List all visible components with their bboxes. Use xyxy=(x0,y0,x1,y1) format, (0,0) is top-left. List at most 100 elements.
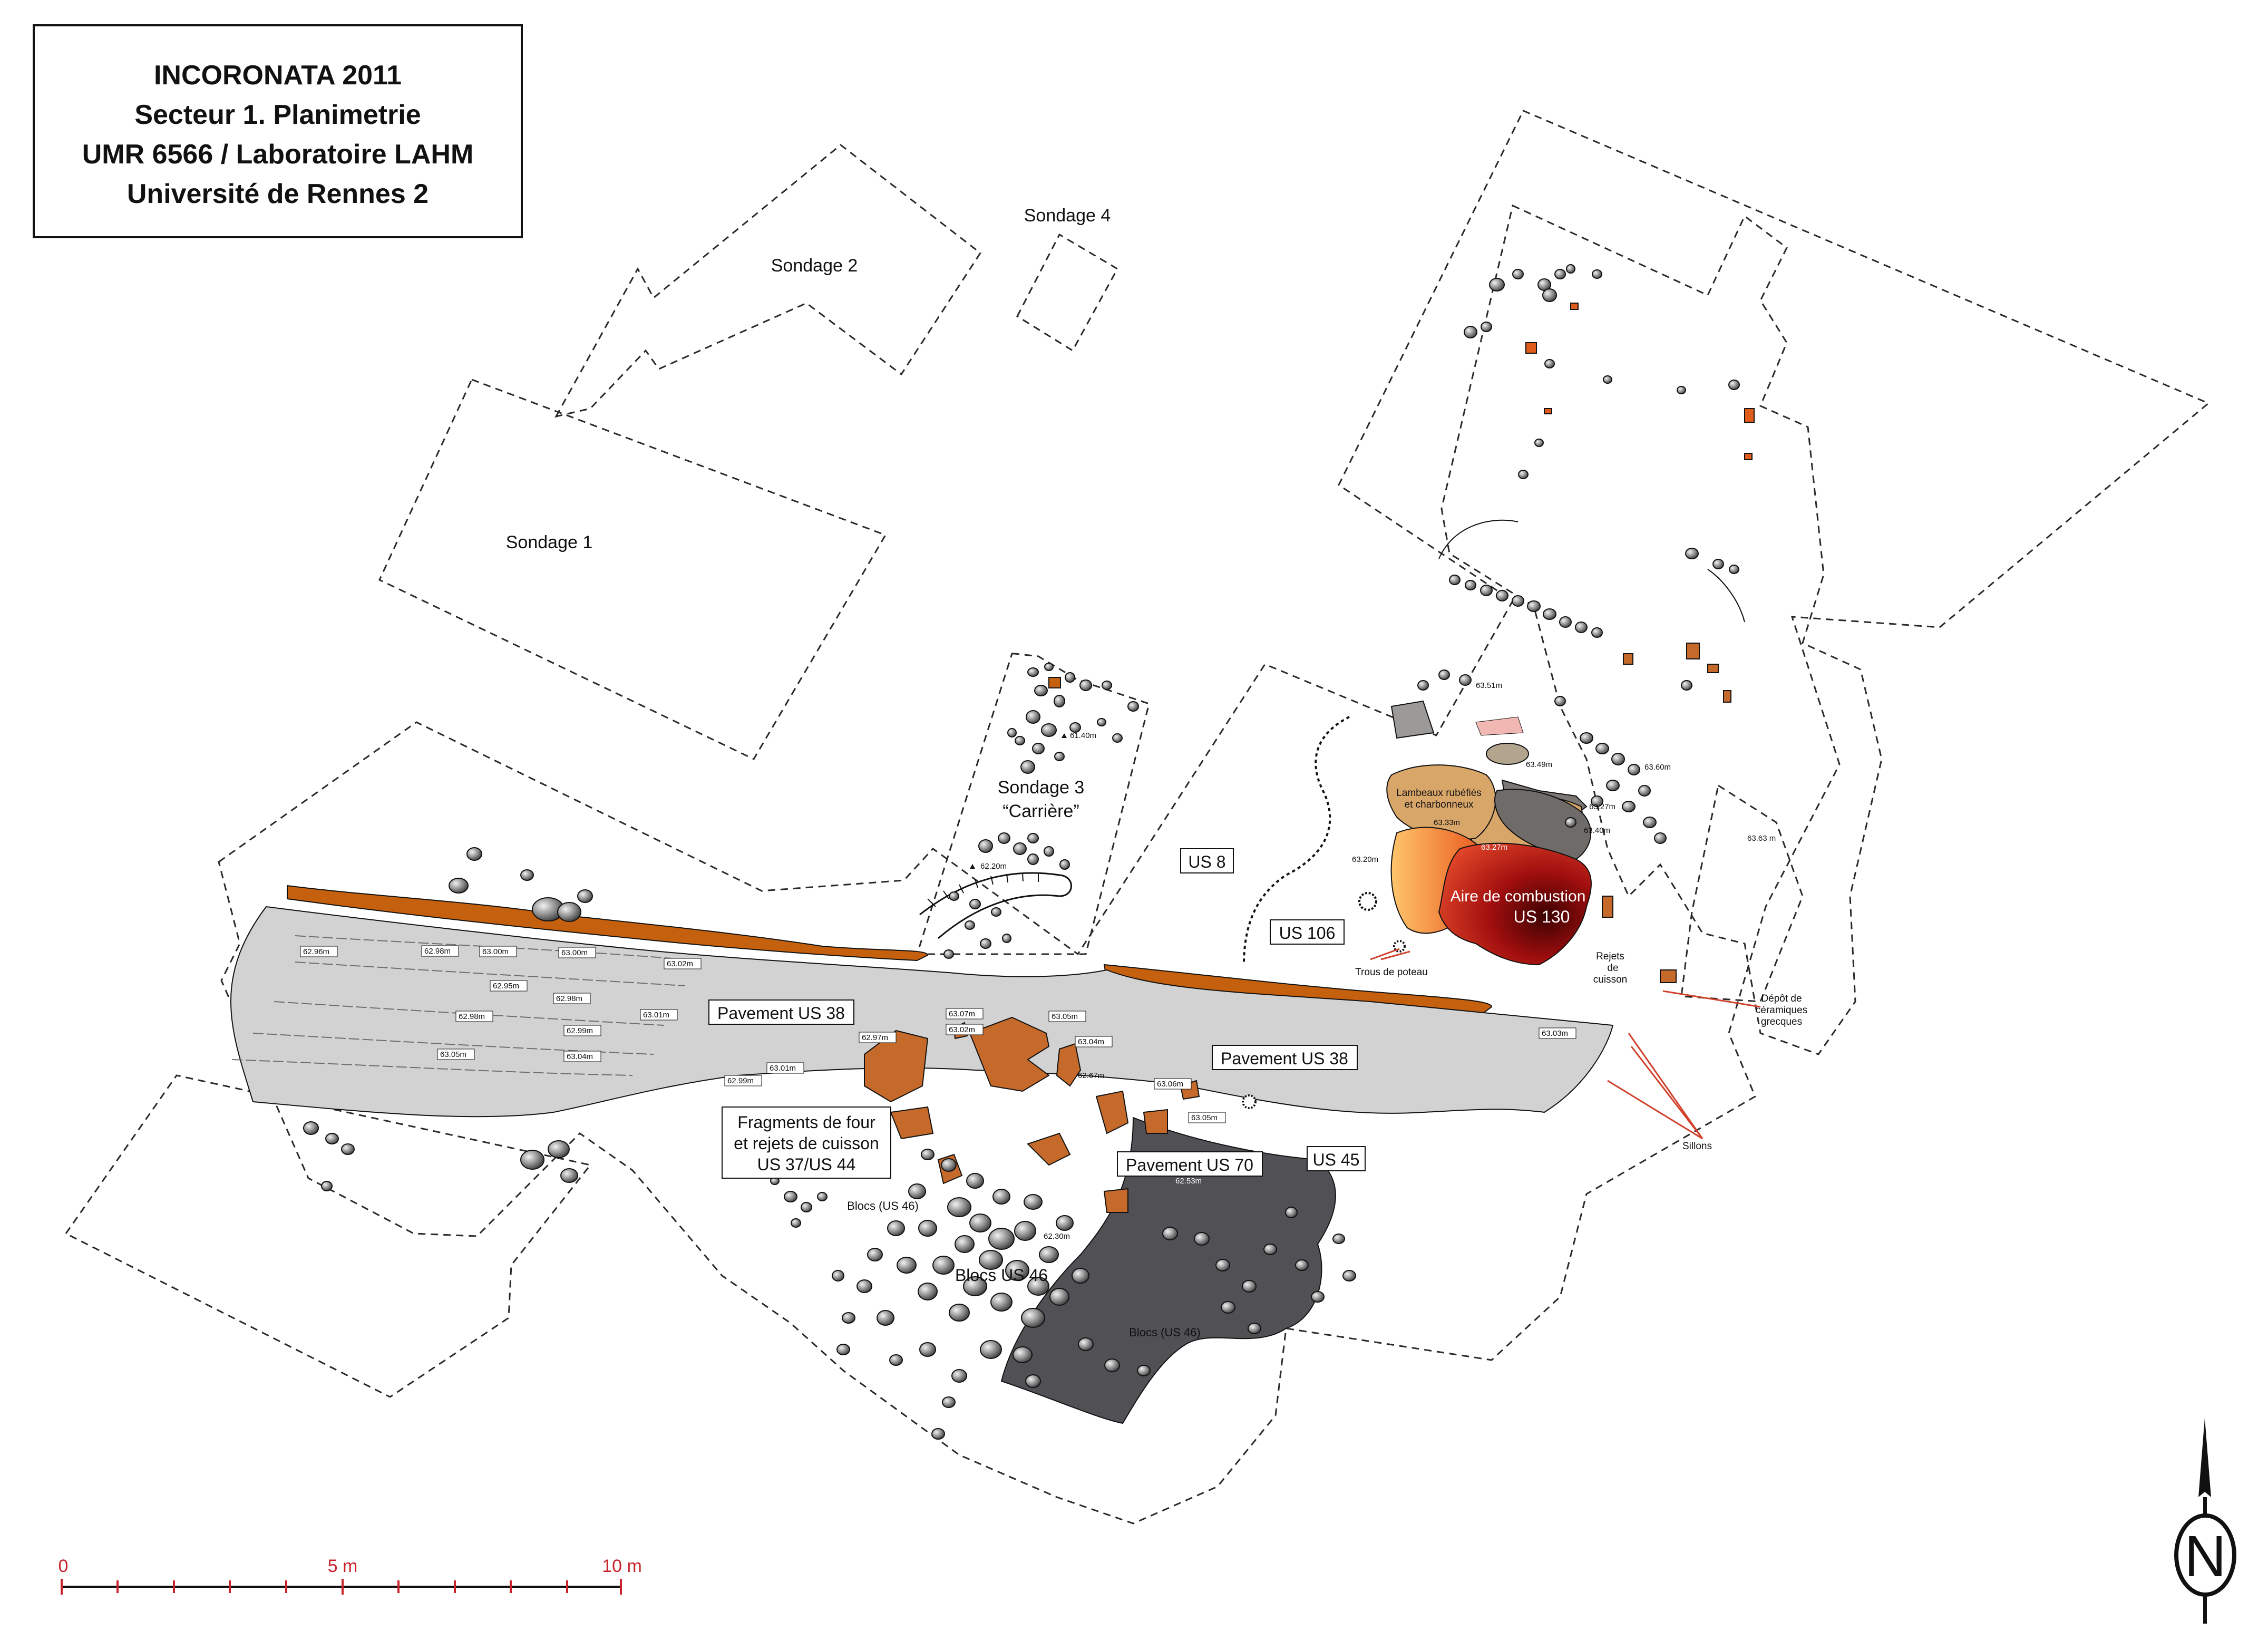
us130-label: US 130 xyxy=(1514,907,1570,926)
svg-text:63.00m: 63.00m xyxy=(561,948,588,957)
svg-text:63.04m: 63.04m xyxy=(567,1052,593,1061)
svg-text:63.49m: 63.49m xyxy=(1526,760,1552,769)
elevation-marker: 63.00m xyxy=(479,946,517,957)
sondage-3-sublabel: “Carrière” xyxy=(1002,801,1079,821)
elevation-marker: 62.96m xyxy=(300,946,338,957)
svg-text:63.51m: 63.51m xyxy=(1476,681,1502,690)
blocs-us46-south-label: Blocs (US 46) xyxy=(1129,1326,1201,1339)
elevation-marker: 63.07m xyxy=(946,1008,984,1020)
depot-label: Dépôt de xyxy=(1761,993,1802,1004)
svg-text:62.98m: 62.98m xyxy=(424,947,451,956)
svg-text:63.63 m: 63.63 m xyxy=(1747,834,1776,843)
blocs-west-stones xyxy=(770,1177,828,1228)
east-annex-outline xyxy=(1680,784,1804,1003)
svg-text:62.30m: 62.30m xyxy=(1044,1232,1070,1241)
carriere-scarp xyxy=(919,872,1072,939)
sondage-4-label: Sondage 4 xyxy=(1024,206,1111,226)
posthole-icon xyxy=(1393,940,1406,953)
pink-patch xyxy=(1475,716,1524,736)
svg-text:62.98m: 62.98m xyxy=(556,994,582,1003)
blocs-us46-west-label: Blocs (US 46) xyxy=(847,1199,919,1212)
elevation-marker: 63.27m xyxy=(1481,843,1507,852)
svg-text:63.05m: 63.05m xyxy=(1191,1113,1218,1122)
north-sector-outline xyxy=(1440,204,1883,1055)
sondage-3-stones xyxy=(1007,663,1139,774)
svg-text:63.02m: 63.02m xyxy=(949,1025,975,1034)
svg-text:63.05m: 63.05m xyxy=(440,1050,466,1059)
elevation-marker: 63.00m xyxy=(558,947,596,958)
svg-text:US 37/US 44: US 37/US 44 xyxy=(757,1155,856,1174)
kiln-fragments xyxy=(864,1016,1200,1213)
elevation-marker: 63.20m xyxy=(1352,855,1378,864)
elevation-marker: 63.51m xyxy=(1476,681,1502,690)
elevation-marker: 62.53m xyxy=(1175,1177,1202,1186)
label-fragments-de-four: Fragments de four et rejets de cuisson U… xyxy=(722,1106,891,1179)
svg-text:et rejets de cuisson: et rejets de cuisson xyxy=(734,1134,879,1153)
svg-text:62.97m: 62.97m xyxy=(862,1033,888,1042)
elevation-marker: 63.05m xyxy=(437,1048,475,1060)
svg-text:62.96m: 62.96m xyxy=(303,947,329,956)
lambeaux-zone xyxy=(1386,764,1496,840)
sondage-2-label: Sondage 2 xyxy=(771,256,858,276)
sondage-3-label: Sondage 3 xyxy=(998,778,1085,798)
elevation-marker: 63.04m xyxy=(563,1051,601,1062)
svg-text:63.33m: 63.33m xyxy=(1434,818,1460,827)
elevation-marker: 63.05m xyxy=(1188,1112,1226,1123)
elevation-marker: 63.01m xyxy=(640,1009,678,1021)
lambeaux-label: Lambeaux rubéfiés xyxy=(1396,788,1482,799)
title-line-4: Université de Rennes 2 xyxy=(127,179,429,209)
title-line-3: UMR 6566 / Laboratoire LAHM xyxy=(82,139,474,170)
svg-text:62.99m: 62.99m xyxy=(567,1026,593,1035)
north-wall-stones xyxy=(1449,575,1603,638)
svg-text:62.99m: 62.99m xyxy=(727,1076,754,1085)
svg-text:63.00m: 63.00m xyxy=(482,947,509,956)
north-sector-orange xyxy=(1525,303,1755,460)
grey-patch xyxy=(1390,700,1435,739)
label-us45: US 45 xyxy=(1307,1146,1366,1171)
svg-text:Fragments de four: Fragments de four xyxy=(737,1113,875,1132)
elevation-marker: 62.99m xyxy=(724,1075,762,1086)
svg-text:61.40m: 61.40m xyxy=(1070,731,1096,740)
title-line-2: Secteur 1. Planimetrie xyxy=(134,100,421,130)
rejets-label-3: cuisson xyxy=(1593,974,1627,985)
svg-text:US 8: US 8 xyxy=(1188,852,1225,871)
elevation-marker: 62.20m xyxy=(970,862,1007,871)
trench-outlines xyxy=(64,110,2210,1525)
elevation-marker: 63.01m xyxy=(766,1062,804,1074)
scale-ten-label: 10 m xyxy=(602,1556,642,1576)
title-line-1: INCORONATA 2011 xyxy=(154,60,402,91)
combustion-east-stones xyxy=(1417,669,1692,844)
blocs-us46-label: Blocs US 46 xyxy=(955,1266,1048,1285)
elevation-marker: 63.02m xyxy=(946,1024,984,1035)
sondage-4-outline xyxy=(1016,233,1119,352)
sondage-3-kiln-fragment xyxy=(1048,677,1061,688)
blocs-us46-stones xyxy=(832,1149,1356,1440)
scale-zero-label: 0 xyxy=(59,1556,69,1576)
elevation-marker: 63.02m xyxy=(664,958,702,969)
sondage-1-outline xyxy=(378,378,887,760)
elevation-marker: 62.98m xyxy=(553,993,591,1004)
tan-patch xyxy=(1486,743,1529,765)
elevation-marker: 62.30m xyxy=(1044,1232,1070,1241)
svg-text:63.27m: 63.27m xyxy=(1589,802,1615,811)
aire-combustion-label: Aire de combustion xyxy=(1451,888,1586,905)
elevation-marker: 63.40m xyxy=(1584,826,1610,835)
title-box: INCORONATA 2011 Secteur 1. Planimetrie U… xyxy=(33,24,523,238)
label-pavement-us38-east: Pavement US 38 xyxy=(1212,1045,1358,1070)
svg-text:US 45: US 45 xyxy=(1313,1150,1360,1169)
rejets-orange xyxy=(1602,643,1731,983)
elevation-marker: 63.60m xyxy=(1644,763,1671,772)
svg-text:63.02m: 63.02m xyxy=(667,959,693,968)
svg-text:Pavement US 38: Pavement US 38 xyxy=(717,1004,845,1023)
sondage-3-lower-stones xyxy=(943,832,1070,959)
svg-text:63.20m: 63.20m xyxy=(1352,855,1378,864)
sillons-label: Sillons xyxy=(1682,1141,1712,1152)
trous-de-poteau-label: Trous de poteau xyxy=(1355,967,1428,978)
elevation-marker: 62.99m xyxy=(563,1025,601,1036)
postholes xyxy=(1242,892,1406,1109)
svg-text:63.03m: 63.03m xyxy=(1542,1029,1568,1038)
label-us106: US 106 xyxy=(1270,919,1345,945)
north-arrow-icon: N xyxy=(2174,1418,2236,1624)
svg-text:63.60m: 63.60m xyxy=(1644,763,1671,772)
